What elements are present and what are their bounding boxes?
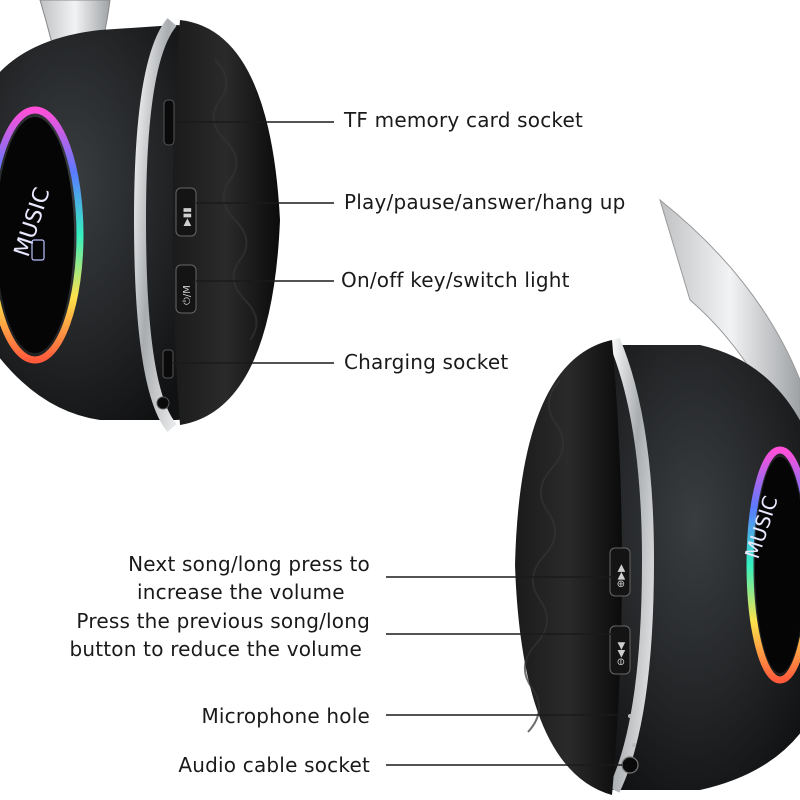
- charging-port: [162, 349, 174, 379]
- prev-volume-down-icon: [609, 625, 631, 675]
- chrome-ring-left: [133, 18, 177, 432]
- label-charging: Charging socket: [344, 350, 509, 374]
- prev-volume-down-glyph: ⊖◀◀: [616, 642, 627, 666]
- tf-card-slot: [163, 99, 175, 146]
- play-pause-icon: [175, 187, 197, 237]
- label-next-line1: Next song/long press to: [128, 552, 370, 576]
- right-shell: [610, 345, 800, 790]
- rgb-light-ring-right: [746, 446, 800, 684]
- label-prev-line1: Press the previous song/long: [76, 609, 370, 633]
- next-volume-up-icon: [609, 547, 631, 597]
- label-tf-socket: TF memory card socket: [344, 108, 584, 132]
- power-mode-glyph: ⏻/M: [182, 285, 193, 305]
- microphone-hole: [628, 714, 632, 718]
- play-pause-glyph: ▶▮▮: [182, 207, 193, 226]
- power-mode-icon: [175, 264, 197, 314]
- cushion-wrinkles-right: [524, 379, 564, 733]
- chrome-ring-right: [608, 337, 655, 793]
- right-cushion: [515, 340, 622, 795]
- label-power-light: On/off key/switch light: [341, 268, 570, 292]
- left-cushion: [172, 20, 280, 425]
- headband-right: [659, 198, 800, 471]
- label-microphone: Microphone hole: [201, 704, 370, 728]
- led-dot: [632, 743, 636, 747]
- rgb-light-ring: [0, 106, 84, 364]
- left-earcup: MUSIC ▶▮▮ ⏻/M: [0, 0, 280, 432]
- label-audio-cable: Audio cable socket: [178, 753, 370, 777]
- audio-jack-left: [156, 396, 170, 410]
- music-panel: [0, 117, 74, 353]
- music-panel-right: [755, 457, 800, 673]
- next-volume-up-glyph: ⊕▶▶: [616, 564, 627, 588]
- label-play-pause: Play/pause/answer/hang up: [344, 190, 626, 214]
- right-earcup: MUSIC ⊕▶▶ ⊖◀◀: [515, 198, 800, 795]
- music-panel-badge: [31, 239, 45, 261]
- label-prev-line2: button to reduce the volume: [69, 637, 362, 661]
- audio-jack-right: [621, 756, 639, 774]
- callout-lines: [173, 121, 628, 766]
- label-next-line2: increase the volume: [137, 580, 345, 604]
- cushion-wrinkles-left: [212, 59, 258, 341]
